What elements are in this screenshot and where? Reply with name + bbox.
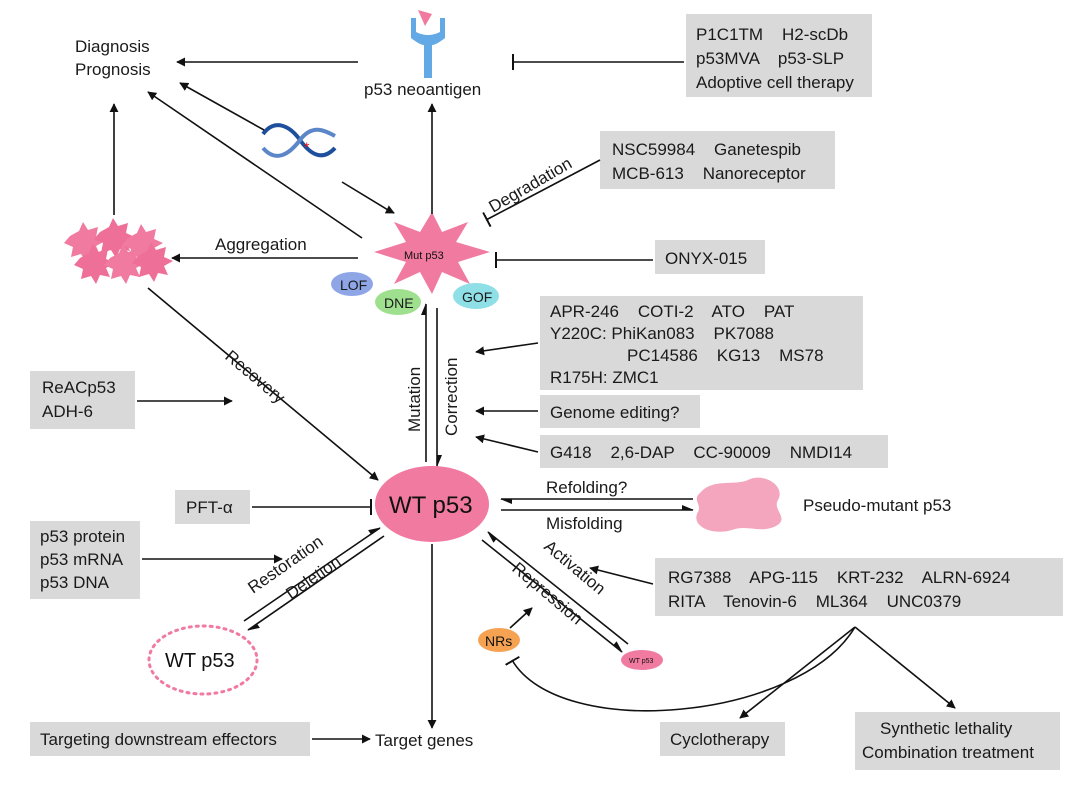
pseudo-mutant-label: Pseudo-mutant p53 (803, 496, 951, 515)
wt-p53-small-node: WT p53 (621, 650, 663, 670)
box-readthrough: G418 2,6-DAP CC-90009 NMDI14 (540, 435, 888, 468)
nrs-badge: NRs (478, 628, 520, 652)
pseudo-mutant-blob-icon (696, 477, 782, 532)
box-synthetic-lethality: Synthetic lethality Combination treatmen… (855, 712, 1060, 770)
wt-p53-center-node: WT p53 (375, 466, 489, 542)
box-readthrough-line-1: G418 2,6-DAP CC-90009 NMDI14 (550, 443, 852, 462)
box-activators-line-2: RITA Tenovin-6 ML364 UNC0379 (668, 592, 961, 611)
box-onyx-line-1: ONYX-015 (665, 249, 747, 268)
box-degraders-line-2: MCB-613 Nanoreceptor (612, 164, 806, 183)
lof-label: LOF (340, 277, 367, 293)
target-genes-label: Target genes (375, 731, 473, 750)
neoantigen-label: p53 neoantigen (364, 80, 481, 99)
box-downstream-line-1: Targeting downstream effectors (40, 730, 277, 749)
box-pft: PFT-α (175, 490, 250, 524)
box-correctors-line-4: R175H: ZMC1 (550, 368, 659, 387)
dne-label: DNE (384, 295, 414, 311)
nrs-label: NRs (485, 633, 512, 649)
wt-p53-deleted-node: WT p53 (147, 624, 259, 696)
box-degraders-line-1: NSC59984 Ganetespib (612, 140, 801, 159)
box-downstream: Targeting downstream effectors (30, 722, 310, 756)
degradation-label: Degradation (486, 154, 576, 217)
box-activators-line-1: RG7388 APG-115 KRT-232 ALRN-6924 (668, 568, 1010, 587)
box-degraders: NSC59984 Ganetespib MCB-613 Nanoreceptor (600, 131, 835, 189)
misfolding-label: Misfolding (546, 514, 623, 533)
prognosis-label: Prognosis (75, 60, 151, 79)
box-onyx: ONYX-015 (655, 240, 765, 274)
dne-badge: DNE (375, 289, 421, 315)
box-recovery-agents: ReACp53 ADH-6 (30, 371, 135, 429)
box-recovery-line-1: ReACp53 (42, 378, 116, 397)
connectors (109, 54, 956, 744)
box-cyclotherapy: Cyclotherapy (660, 722, 785, 756)
box-immunotherapy-line-1: P1C1TM H2-scDb (696, 25, 848, 44)
dna-icon: * (261, 123, 337, 158)
gof-badge: GOF (453, 283, 499, 309)
box-restoration-line-2: p53 mRNA (40, 550, 124, 569)
box-genome-line-1: Genome editing? (550, 403, 679, 422)
box-correctors-line-1: APR-246 COTI-2 ATO PAT (550, 302, 794, 321)
cyclotherapy-label: Cyclotherapy (670, 730, 770, 749)
aggregate-icon (64, 218, 173, 284)
box-correctors-line-2: Y220C: PhiKan083 PK7088 (550, 324, 774, 343)
mut-p53-label: Mut p53 (404, 250, 444, 262)
wt-p53-deleted-label: WT p53 (165, 650, 235, 672)
refolding-label: Refolding? (546, 478, 627, 497)
box-correctors-line-3: PC14586 KG13 MS78 (627, 346, 824, 365)
box-restoration-line-1: p53 protein (40, 527, 125, 546)
diagnosis-label: Diagnosis (75, 37, 150, 56)
lof-badge: LOF (331, 272, 373, 296)
box-restoration-agents: p53 protein p53 mRNA p53 DNA (30, 521, 140, 599)
box-immunotherapy-line-3: Adoptive cell therapy (696, 73, 854, 92)
aggregation-label: Aggregation (215, 235, 307, 254)
combination-treatment-label: Combination treatment (862, 743, 1034, 762)
svg-text:*: * (304, 139, 310, 155)
box-activators: RG7388 APG-115 KRT-232 ALRN-6924 RITA Te… (655, 558, 1063, 616)
wt-p53-small-label: WT p53 (629, 658, 653, 665)
box-pft-line-1: PFT-α (186, 498, 233, 517)
receptor-icon (411, 10, 445, 78)
box-recovery-line-2: ADH-6 (42, 402, 93, 421)
correction-label: Correction (442, 358, 461, 436)
box-immunotherapy: P1C1TM H2-scDb p53MVA p53-SLP Adoptive c… (686, 14, 872, 97)
mut-p53-node: Mut p53 (374, 212, 490, 294)
box-correctors: APR-246 COTI-2 ATO PAT Y220C: PhiKan083 … (540, 296, 863, 390)
synthetic-lethality-label: Synthetic lethality (880, 719, 1013, 738)
mutation-label: Mutation (405, 367, 424, 432)
box-genome-editing: Genome editing? (540, 395, 700, 428)
box-immunotherapy-line-2: p53MVA p53-SLP (696, 49, 844, 68)
recovery-label: Recovery (221, 347, 289, 408)
gof-label: GOF (462, 289, 492, 305)
box-restoration-line-3: p53 DNA (40, 573, 110, 592)
wt-p53-center-label: WT p53 (389, 492, 473, 519)
